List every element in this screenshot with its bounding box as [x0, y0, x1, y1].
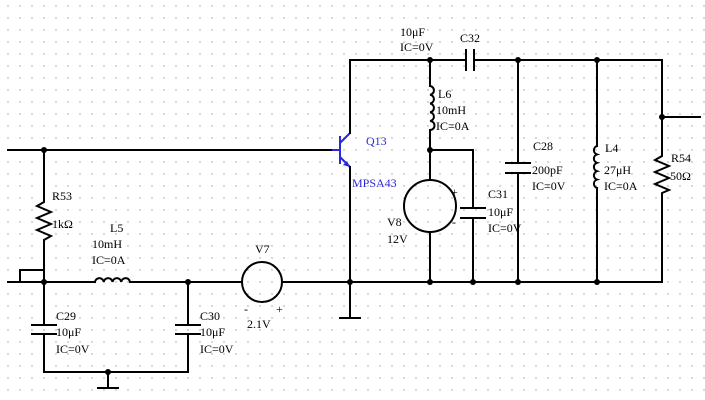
c32-ic-label: IC=0V	[400, 40, 434, 54]
r53-ground-stub	[19, 269, 45, 283]
inductor-l5	[93, 277, 132, 284]
r54-value-label: 50Ω	[670, 169, 691, 183]
r53-value-label: 1kΩ	[52, 217, 73, 231]
c30-ic-label: IC=0V	[200, 342, 234, 356]
capacitor-c29	[31, 324, 57, 345]
l5-ic-label: IC=0A	[92, 253, 126, 267]
output-wires	[349, 59, 701, 319]
c29-value-label: 10μF	[56, 325, 81, 339]
v7-plus-label: +	[276, 302, 283, 316]
voltage-source-v8	[403, 179, 457, 233]
l6-ic-label: IC=0A	[436, 119, 470, 133]
resistor-r54	[652, 149, 672, 197]
r54-ref-label: R54	[671, 151, 691, 165]
capacitor-c31	[460, 207, 486, 219]
c32-ref-label: C32	[460, 31, 480, 45]
c32-value-label: 10μF	[400, 25, 425, 39]
c30-ref-label: C30	[200, 309, 220, 323]
l5-value-label: 10mH	[92, 237, 122, 251]
capacitor-c32	[465, 49, 481, 71]
c29-ref-label: C29	[56, 309, 76, 323]
l4-ic-label: IC=0A	[604, 179, 638, 193]
inductor-l4	[592, 144, 601, 190]
inductor-l6	[428, 84, 436, 132]
v7-minus-label: -	[244, 302, 248, 316]
c28-ref-label: C28	[533, 139, 553, 153]
voltage-source-v7	[241, 261, 351, 303]
c28-ic-label: IC=0V	[532, 179, 566, 193]
v8-value-label: 12V	[387, 232, 408, 246]
l4-ref-label: L4	[605, 141, 618, 155]
v8-ref-label: V8	[387, 215, 402, 229]
c28-value-label: 200pF	[532, 163, 563, 177]
resistor-r53	[34, 194, 54, 244]
junction-dots	[41, 57, 665, 375]
l5-ref-label: L5	[110, 221, 123, 235]
c29-ic-label: IC=0V	[56, 342, 90, 356]
capacitor-c28	[505, 162, 531, 174]
l6-ref-label: L6	[438, 87, 451, 101]
c31-value-label: 10μF	[488, 205, 513, 219]
capacitor-c30	[175, 324, 201, 345]
v7-value-label: 2.1V	[247, 317, 271, 331]
c30-value-label: 10μF	[200, 325, 225, 339]
dot-grid	[7, 5, 705, 391]
transistor-q13	[332, 132, 351, 168]
v8-minus-label: -	[452, 215, 456, 229]
l6-value-label: 10mH	[436, 103, 466, 117]
q13-model-label: MPSA43	[352, 176, 397, 190]
c31-ic-label: IC=0V	[488, 221, 522, 235]
v7-ref-label: V7	[255, 242, 270, 256]
r53-ref-label: R53	[52, 189, 72, 203]
l4-value-label: 27μH	[604, 163, 631, 177]
q13-ref-label: Q13	[366, 134, 387, 148]
c31-ref-label: C31	[488, 187, 508, 201]
v8-plus-label: +	[451, 185, 458, 199]
